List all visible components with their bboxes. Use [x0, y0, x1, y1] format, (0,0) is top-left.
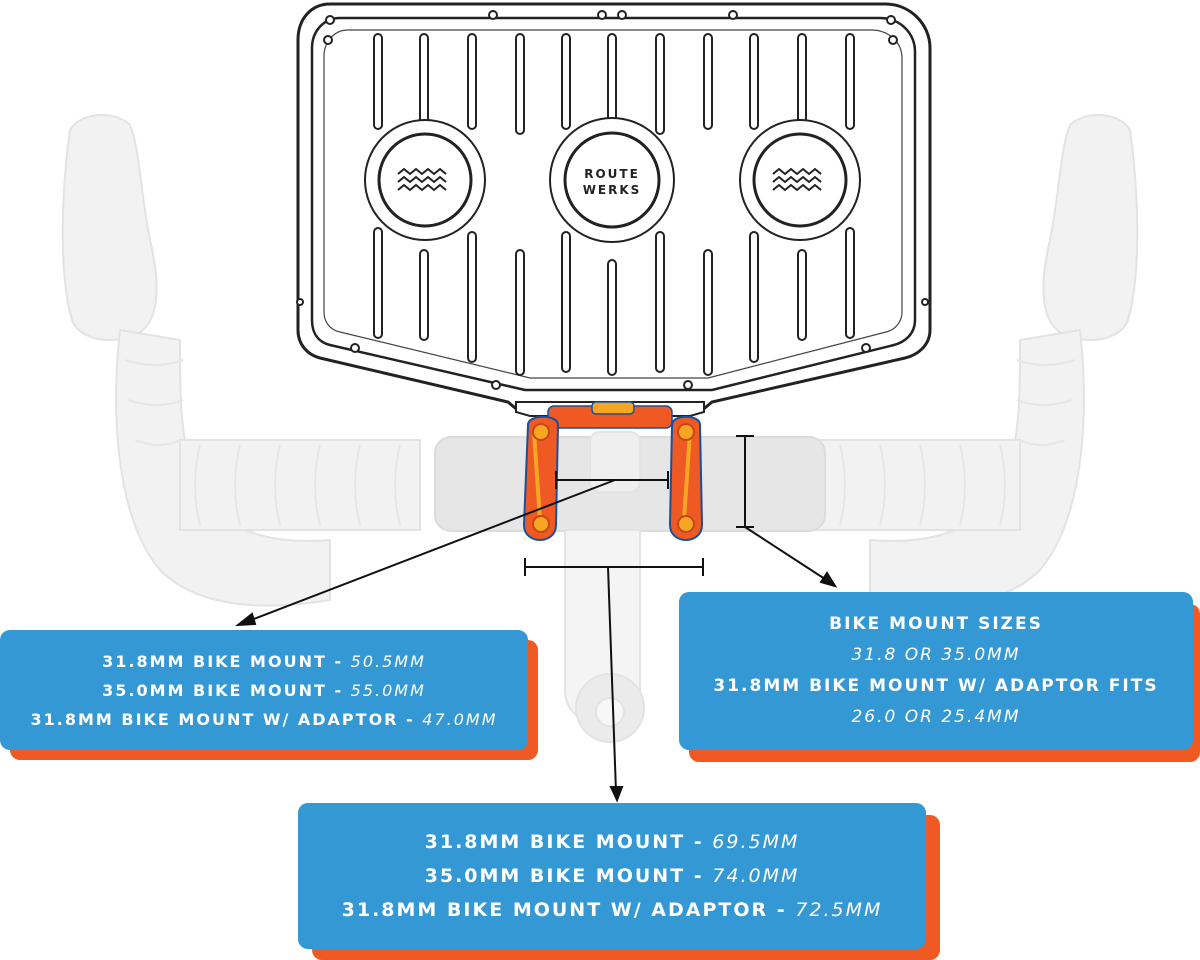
mount-label: 31.8MM BIKE MOUNT - — [102, 651, 351, 671]
outer-width-callout: 31.8MM BIKE MOUNT - 69.5MM 35.0MM BIKE M… — [298, 803, 940, 960]
callout-line: 31.8MM BIKE MOUNT W/ ADAPTOR - 72.5MM — [298, 893, 926, 927]
mount-value: 74.0MM — [712, 865, 800, 887]
mount-value: 72.5MM — [795, 899, 883, 921]
mount-value: 47.0MM — [422, 709, 498, 729]
mount-label: 31.8MM BIKE MOUNT - — [424, 831, 713, 853]
stem — [564, 431, 645, 743]
mount-value: 69.5MM — [712, 831, 800, 853]
mount-label: 35.0MM BIKE MOUNT - — [102, 680, 351, 700]
adaptor-sizes-value: 26.0 OR 25.4MM — [851, 707, 1021, 727]
left-bar-top — [179, 439, 421, 531]
dimension-markers — [524, 435, 754, 576]
left-hood — [61, 113, 158, 341]
box-right-emblem — [739, 119, 861, 241]
inner-width-callout: 31.8MM BIKE MOUNT - 50.5MM 35.0MM BIKE M… — [0, 630, 540, 762]
leader-arrows — [234, 479, 838, 803]
callout-panel: BIKE MOUNT SIZES 31.8 OR 35.0MM 31.8MM B… — [679, 592, 1193, 750]
mount-sizes-callout: BIKE MOUNT SIZES 31.8 OR 35.0MM 31.8MM B… — [679, 592, 1200, 762]
callout-line: 31.8MM BIKE MOUNT - 50.5MM — [0, 647, 528, 676]
callout-line: 35.0MM BIKE MOUNT - 55.0MM — [0, 676, 528, 705]
adaptor-label: 31.8MM BIKE MOUNT W/ ADAPTOR FITS — [713, 676, 1159, 696]
orange-mount — [522, 401, 704, 541]
right-hood — [1042, 113, 1139, 341]
callout-panel: 31.8MM BIKE MOUNT - 50.5MM 35.0MM BIKE M… — [0, 630, 528, 750]
box-logo-line2: WERKS — [583, 183, 642, 197]
arrow-to-bottom-callout — [607, 566, 617, 793]
bar-tape-wraps — [124, 359, 1076, 526]
box-ribs — [373, 33, 855, 376]
arrow-to-right-callout — [744, 526, 829, 582]
handlebar-box: ROUTE WERKS — [296, 2, 932, 417]
handlebar-drawing — [61, 113, 1139, 607]
arrow-to-left-callout — [245, 479, 616, 623]
mount-value: 50.5MM — [350, 651, 426, 671]
mount-sizes-value: 31.8 OR 35.0MM — [851, 645, 1021, 665]
callout-line: 35.0MM BIKE MOUNT - 74.0MM — [298, 859, 926, 893]
box-lid-inner-line — [323, 29, 903, 379]
mount-label: 31.8MM BIKE MOUNT W/ ADAPTOR - — [341, 899, 796, 921]
mount-value: 55.0MM — [350, 680, 426, 700]
callout-line: 31.8MM BIKE MOUNT W/ ADAPTOR - 47.0MM — [0, 705, 528, 734]
callout-line: 31.8MM BIKE MOUNT - 69.5MM — [298, 825, 926, 859]
box-left-emblem — [364, 119, 486, 241]
box-logo-line1: ROUTE — [584, 167, 640, 181]
mount-label: 35.0MM BIKE MOUNT - — [424, 865, 713, 887]
mount-left-arm — [522, 415, 560, 541]
box-rivets — [296, 10, 929, 390]
mount-label: 31.8MM BIKE MOUNT W/ ADAPTOR - — [30, 709, 423, 729]
outer-width-dimension — [524, 558, 704, 576]
inner-width-dimension — [555, 471, 669, 489]
callout-panel: 31.8MM BIKE MOUNT - 69.5MM 35.0MM BIKE M… — [298, 803, 926, 949]
callout-title: BIKE MOUNT SIZES — [829, 614, 1043, 634]
box-center-emblem: ROUTE WERKS — [549, 117, 675, 243]
